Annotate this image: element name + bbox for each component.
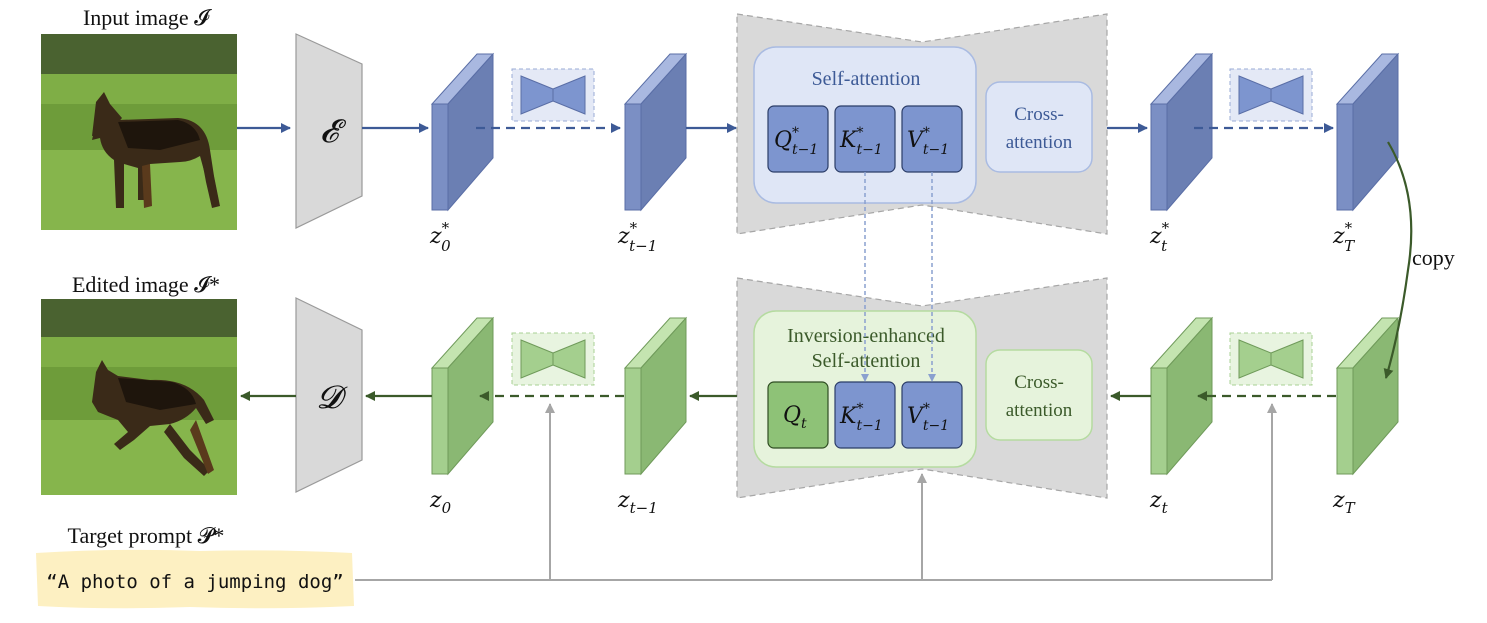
svg-text:zt: zt: [1149, 488, 1169, 517]
target-prompt-title: Target prompt 𝓟*: [68, 523, 225, 548]
latent-label-zT-star: z*T: [1332, 219, 1355, 255]
latent-z0: [430, 316, 495, 476]
prompt-note: “A photo of a jumping dog”: [36, 549, 354, 609]
jumping-dog-illustration: [92, 360, 214, 476]
svg-text:K*t−1: K*t−1: [839, 401, 883, 434]
svg-text:zT: zT: [1332, 488, 1356, 517]
latent-label-z0-star: z*0: [429, 219, 451, 255]
cross-attention-panel-top: Cross- attention: [985, 81, 1093, 173]
cross-attention-line2-bottom: attention: [1006, 400, 1073, 421]
svg-text:Q*t−1: Q*t−1: [774, 125, 818, 158]
latent-label-zt1-star: z*t−1: [617, 219, 657, 255]
unet-top: Self-attention Q*t−1 K*t−1 V*t−1 Cross- …: [736, 13, 1108, 235]
query-box-top: Q*t−1: [767, 105, 829, 173]
self-attention-title-bottom-line1: Inversion-enhanced: [787, 325, 945, 347]
latent-zt-star: [1149, 52, 1214, 212]
unet-bottom: Inversion-enhanced Self-attention Qt K*t…: [736, 277, 1108, 499]
latent-zT: [1335, 316, 1400, 476]
mini-unet-icon-bottom-left: [511, 332, 595, 386]
cross-attention-line1-bottom: Cross-: [1014, 372, 1064, 393]
key-box-top: K*t−1: [834, 105, 896, 173]
input-image-title: Input image 𝓘: [83, 5, 212, 30]
svg-text:Qt: Qt: [783, 403, 807, 432]
svg-text:z*0: z*0: [429, 219, 451, 255]
latent-zt: [1149, 316, 1214, 476]
edited-image-title: Edited image 𝓘*: [72, 272, 220, 297]
encoder-block: 𝓔: [295, 33, 363, 229]
latent-label-zT: zT: [1332, 488, 1356, 517]
latent-zt1: [623, 316, 688, 476]
svg-text:K*t−1: K*t−1: [839, 125, 883, 158]
cross-attention-panel-bottom: Cross- attention: [985, 349, 1093, 441]
mini-unet-icon-top-right: [1229, 68, 1313, 122]
self-attention-title-bottom-line2: Self-attention: [812, 350, 921, 372]
value-box-top: V*t−1: [901, 105, 963, 173]
standing-dog-illustration: [92, 92, 220, 208]
latent-label-z0: z0: [429, 488, 452, 517]
latent-label-zt: zt: [1149, 488, 1169, 517]
self-attention-title-top: Self-attention: [812, 68, 921, 90]
decoder-block: 𝓓: [295, 297, 363, 493]
mini-unet-icon-bottom-right: [1229, 332, 1313, 386]
svg-text:V*t−1: V*t−1: [907, 125, 949, 158]
latent-label-zt1: zt−1: [617, 488, 658, 517]
svg-text:zt−1: zt−1: [617, 488, 658, 517]
mini-unet-icon-top-left: [511, 68, 595, 122]
query-box-bottom: Qt: [767, 381, 829, 449]
svg-text:z*T: z*T: [1332, 219, 1355, 255]
edited-image: [41, 299, 237, 495]
self-attention-panel-bottom: Inversion-enhanced Self-attention Qt K*t…: [753, 310, 977, 468]
input-image: [41, 34, 237, 230]
latent-zT-star: [1335, 52, 1400, 212]
svg-text:z0: z0: [429, 488, 452, 517]
prompt-text: “A photo of a jumping dog”: [46, 571, 343, 593]
copy-arrow: [1383, 141, 1413, 379]
svg-text:V*t−1: V*t−1: [907, 401, 949, 434]
svg-text:z*t: z*t: [1149, 219, 1170, 255]
latent-z0-star: [430, 52, 495, 212]
latent-label-zt-star: z*t: [1149, 219, 1170, 255]
cross-attention-line2-top: attention: [1006, 132, 1073, 153]
svg-text:z*t−1: z*t−1: [617, 219, 657, 255]
cross-attention-line1-top: Cross-: [1014, 104, 1064, 125]
copy-label: copy: [1412, 245, 1455, 270]
key-box-bottom: K*t−1: [834, 381, 896, 449]
latent-zt1-star: [623, 52, 688, 212]
value-box-bottom: V*t−1: [901, 381, 963, 449]
